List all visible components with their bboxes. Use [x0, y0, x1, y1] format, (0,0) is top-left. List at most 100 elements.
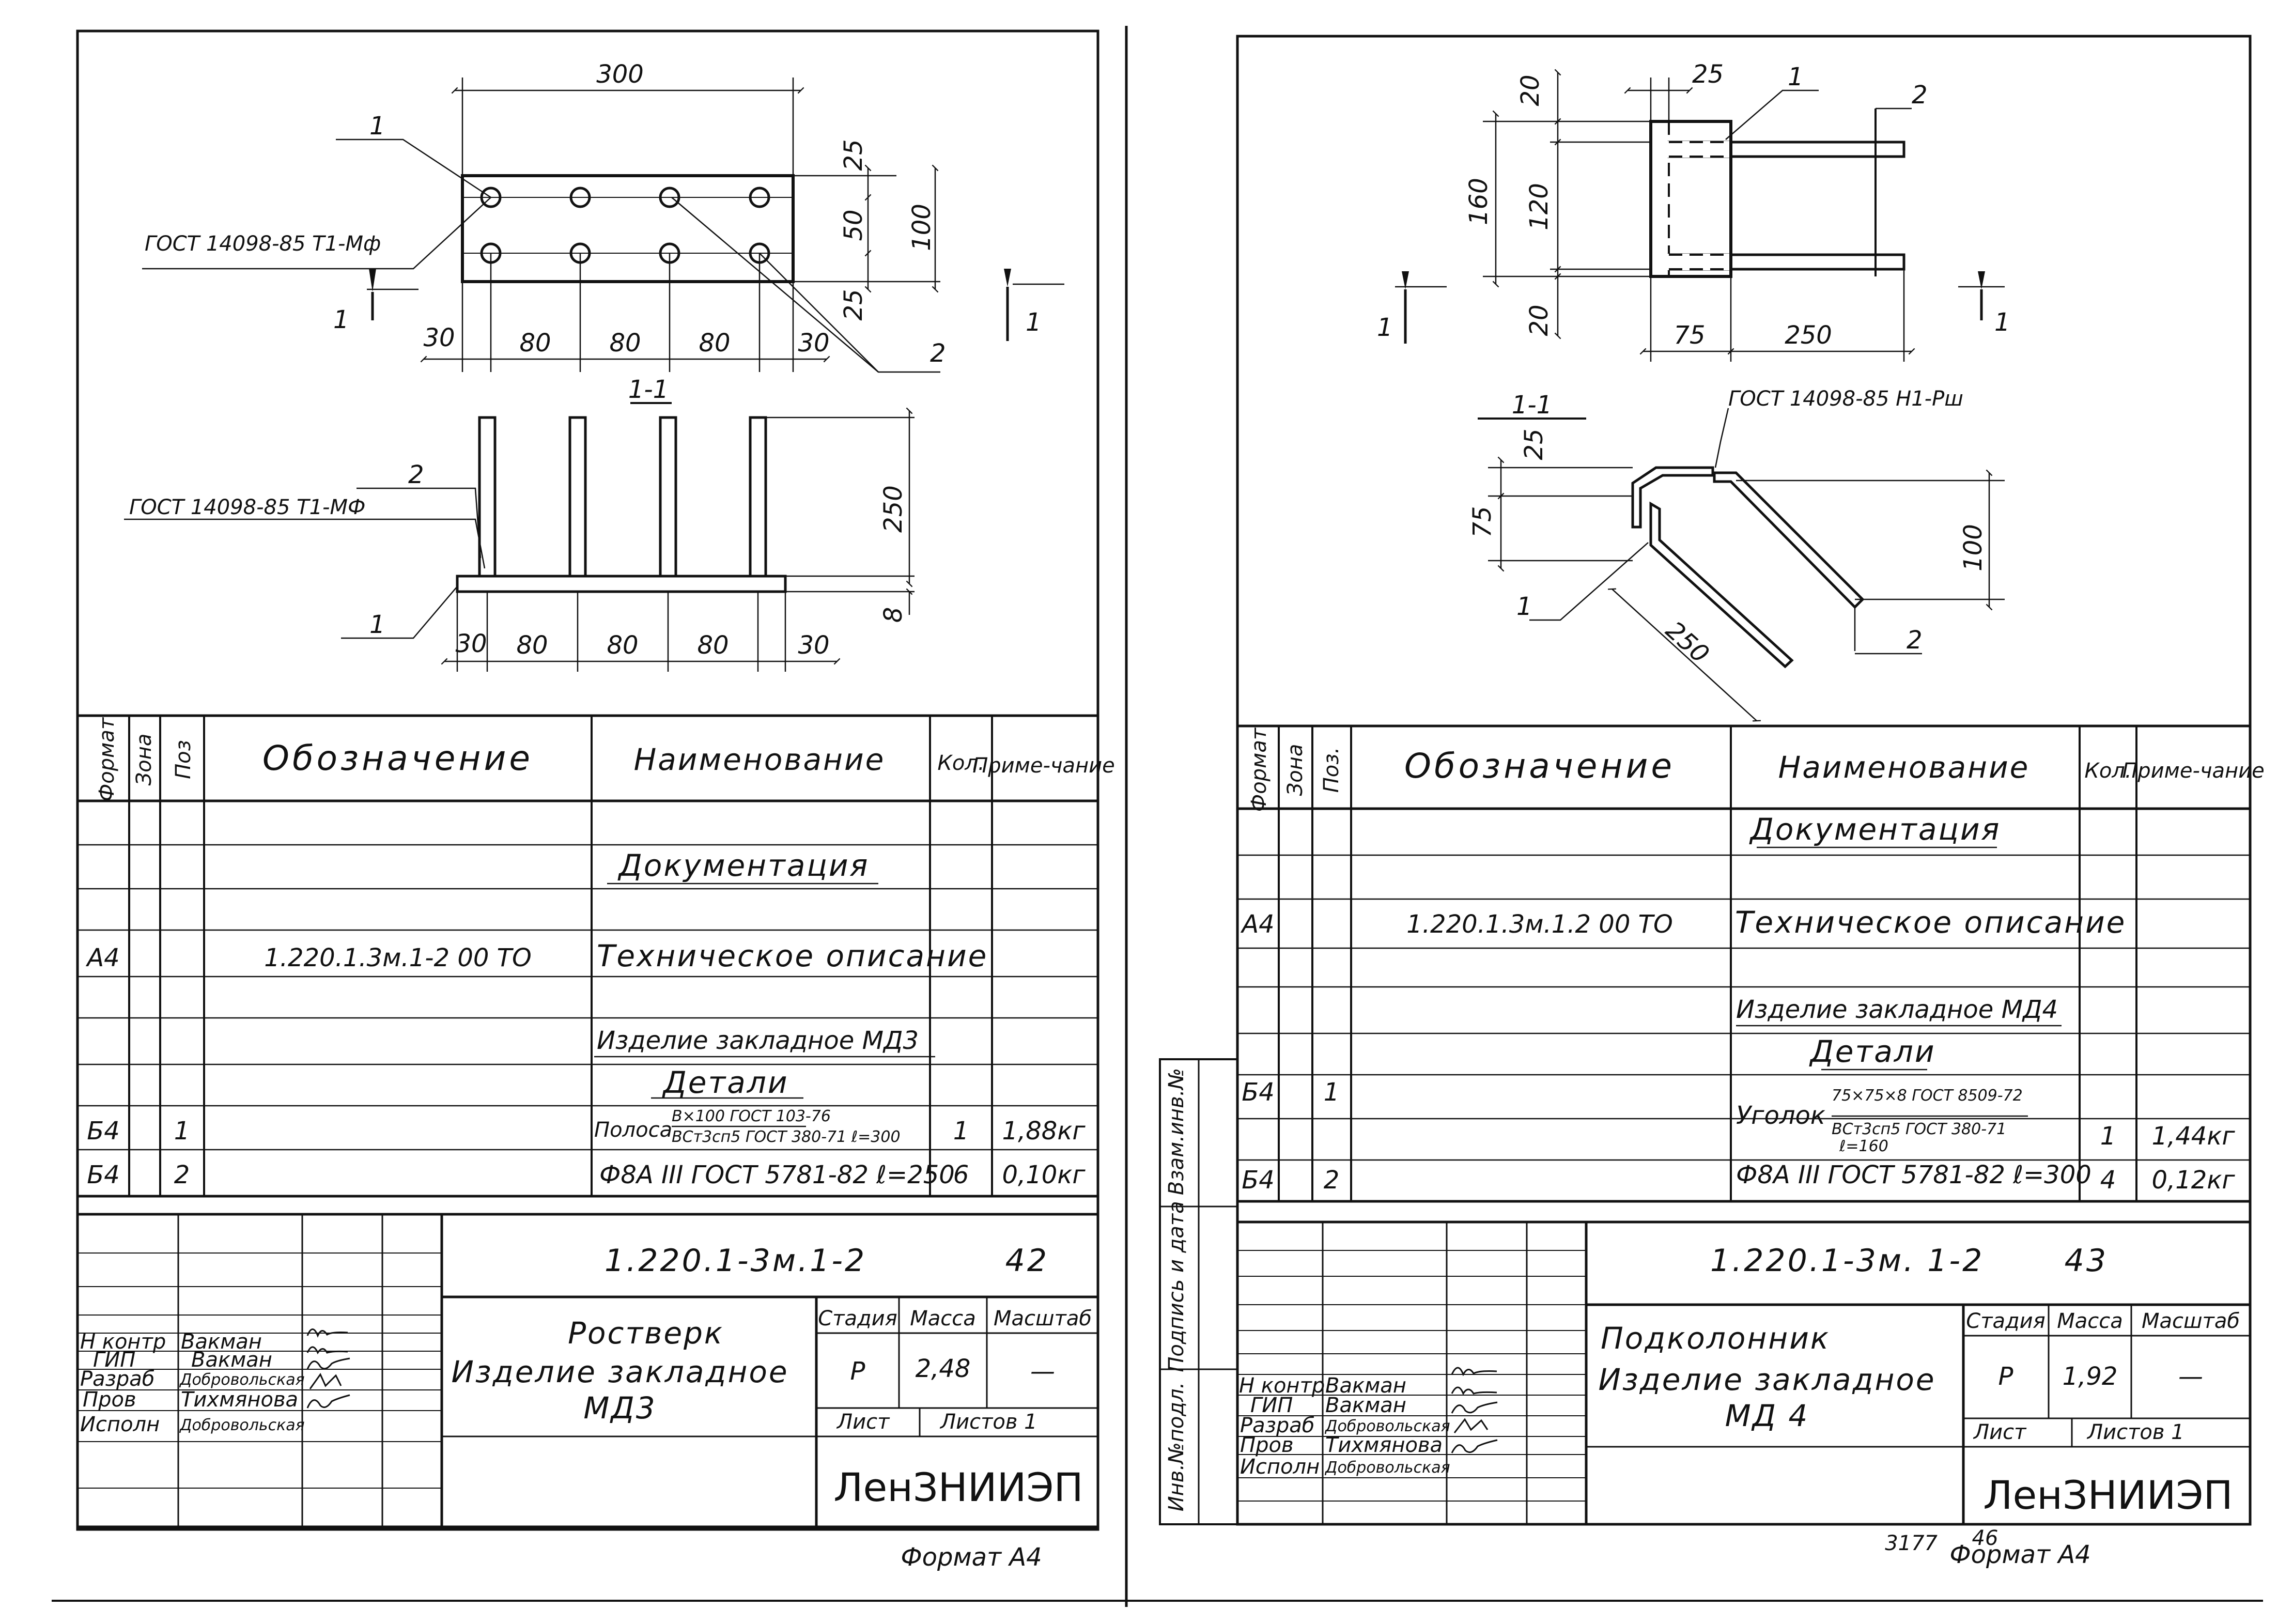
dim-25-top: 25 — [839, 139, 868, 171]
anchor-bar — [568, 416, 587, 578]
hdr-name: Наименование — [634, 742, 886, 777]
anchor-hole — [569, 187, 591, 208]
gost-weld-plan: ГОСТ 14098-85 Т1-Мф — [145, 232, 381, 256]
section-parts: Детали — [661, 1065, 788, 1100]
left-spec-table — [76, 714, 1099, 1198]
rdoc-designation: 1.220.1.3м.1.2 00 ТО — [1406, 910, 1673, 939]
rscale-value: — — [2178, 1362, 2203, 1391]
right-spec-text: Формат Зона Поз. Обозначение Наименовани… — [1240, 727, 2264, 1195]
rdoc-name: Техническое описание — [1735, 905, 2126, 940]
hdr-qty: Кол. — [937, 751, 984, 775]
rpos-2: 2 — [1912, 81, 1928, 110]
rsignatures — [1451, 1367, 1498, 1453]
doc-code: 1.220.1-3м.1-2 — [605, 1243, 866, 1279]
rtitle-line1: Подколонник — [1601, 1321, 1830, 1356]
rrow2-note: 0,12кг — [2151, 1166, 2235, 1195]
left-plan-labels: 300 25 50 25 100 30 80 80 80 30 1 2 ГОСТ… — [145, 60, 1042, 368]
rhdr-qty: Кол. — [2084, 759, 2131, 783]
dim-100: 100 — [907, 204, 936, 251]
rdoc-format: А4 — [1240, 910, 1274, 939]
person-ispoln: Добровольская — [179, 1416, 305, 1434]
person-prov: Тихмянова — [181, 1388, 298, 1412]
person-razrab: Добровольская — [179, 1371, 305, 1389]
left-spec-text: Формат Зона Поз Обозначение Наименование… — [85, 717, 1114, 1189]
dim-250: 250 — [879, 485, 908, 533]
dim-25-bottom: 25 — [839, 289, 868, 320]
hdr-format: Формат — [95, 717, 119, 801]
title-line2: Изделие закладное — [451, 1354, 788, 1389]
sdim-80-b: 80 — [607, 631, 638, 660]
rrow1-name-extra: ℓ=160 — [1839, 1137, 1888, 1155]
anchor-hole — [480, 187, 502, 208]
rformat-a4: Формат А4 — [1949, 1540, 2090, 1569]
rrow1-name-prefix: Уголок — [1736, 1101, 1825, 1130]
doc-designation: 1.220.1.3м.1-2 00 ТО — [264, 944, 532, 972]
title-line3: МД3 — [583, 1390, 656, 1426]
rdim-120: 120 — [1525, 183, 1554, 230]
left-sheet: 300 25 50 25 100 30 80 80 80 30 1 2 ГОСТ… — [76, 29, 1115, 1572]
rhdr-name: Наименование — [1778, 750, 2030, 785]
rrole-razrab: Разраб — [1240, 1414, 1314, 1437]
row1-qty: 1 — [953, 1117, 969, 1146]
cut-mark-left: 1 — [333, 305, 349, 334]
rorg-name: ЛенЗНИИЭП — [1983, 1472, 2233, 1518]
rhdr-note: Приме-чание — [2122, 759, 2265, 783]
org-name: ЛенЗНИИЭП — [833, 1464, 1083, 1510]
section-pos-1: 1 — [369, 610, 385, 639]
rrow2-pos: 2 — [1324, 1166, 1340, 1195]
row2-pos: 2 — [174, 1161, 190, 1189]
pos-1-leader: 1 — [369, 112, 385, 141]
role-razrab: Разраб — [80, 1367, 154, 1391]
product-title: Изделие закладное МД3 — [597, 1026, 919, 1055]
right-title-text: 1.220.1-3м. 1-2 43 Подколонник Изделие з… — [1239, 1243, 2240, 1569]
rperson-razrab: Добровольская — [1324, 1417, 1450, 1435]
doc-format: А4 — [85, 944, 119, 972]
page-mark: 46 — [1972, 1526, 1998, 1550]
right-sheet: Инв.№подл. Подпись и дата Взам.инв.№ — [1159, 35, 2265, 1569]
sdim-80-c: 80 — [697, 631, 729, 660]
row1-name-prefix: Полоса — [594, 1118, 672, 1142]
side-strip-labels: Инв.№подл. Подпись и дата Взам.инв.№ — [1165, 1068, 1188, 1511]
rrole-prov: Пров — [1240, 1433, 1294, 1457]
dim-80-a: 80 — [519, 329, 551, 358]
doc-name: Техническое описание — [597, 938, 988, 973]
rsheet-number: 43 — [2065, 1243, 2108, 1279]
mass-value: 2,48 — [916, 1354, 971, 1383]
side-strip — [1159, 1058, 1238, 1525]
left-title-block — [78, 1213, 1098, 1528]
rstage-label: Стадия — [1966, 1309, 2045, 1333]
signatures — [306, 1328, 350, 1409]
rrole-ispoln: Исполн — [1240, 1455, 1320, 1479]
rhdr-designation: Обозначение — [1404, 746, 1675, 786]
right-plan — [1395, 69, 2005, 362]
rproduct-title: Изделие закладное МД4 — [1736, 995, 2058, 1024]
dim-30-left: 30 — [423, 323, 455, 352]
right-section — [1478, 408, 2005, 722]
rrow1-format: Б4 — [1242, 1078, 1274, 1107]
rsection-parts: Детали — [1808, 1034, 1935, 1069]
left-section — [124, 402, 915, 672]
anchor-hole — [749, 187, 770, 208]
row1-name-top: В×100 ГОСТ 103-76 — [672, 1107, 831, 1125]
rdim-20-top: 20 — [1516, 74, 1545, 106]
rmass-value: 1,92 — [2063, 1362, 2118, 1391]
title-line1: Ростверк — [568, 1316, 724, 1351]
rrow1-pos: 1 — [1324, 1078, 1340, 1107]
rsection-pos-1: 1 — [1516, 592, 1532, 621]
archive-number: 3177 — [1885, 1532, 1938, 1555]
section-title: 1-1 — [628, 375, 669, 404]
plate-plan — [461, 174, 795, 283]
dim-50: 50 — [839, 209, 868, 241]
rsection-pos-2: 2 — [1907, 626, 1923, 655]
right-plan-labels: 20 25 1 2 160 120 20 75 250 1 1 — [1377, 60, 2010, 350]
role-gip: ГИП — [93, 1348, 135, 1372]
rdim-25: 25 — [1692, 60, 1724, 89]
scale-value: — — [1030, 1357, 1055, 1386]
row2-qty: 6 — [953, 1161, 969, 1189]
sdim-80-a: 80 — [516, 631, 548, 660]
row1-note: 1,88кг — [1002, 1117, 1086, 1146]
row2-note: 0,10кг — [1002, 1161, 1086, 1189]
hdr-designation: Обозначение — [262, 738, 533, 778]
